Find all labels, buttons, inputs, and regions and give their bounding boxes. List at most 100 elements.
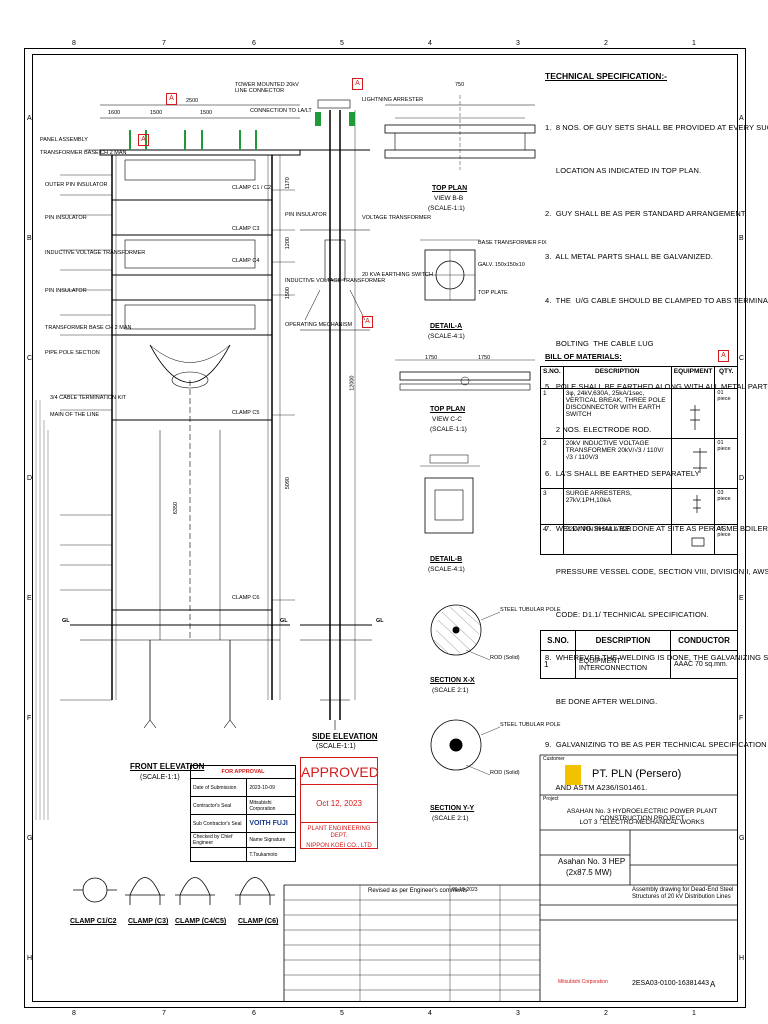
grid-row-g: G [27, 835, 33, 842]
bom-desc: 22kV PIN INSULATOR [562, 524, 672, 555]
detail-label: ROD (Solid) [490, 655, 520, 661]
title-block-lines [283, 754, 738, 1002]
revision-marker: A [718, 350, 729, 362]
detail-label: TOP PLATE [478, 290, 508, 296]
top-plan-c-view: VIEW C-C [432, 416, 462, 423]
approval-key [189, 847, 248, 862]
revision-note: Revised as per Engineer's comments [368, 888, 468, 894]
side-label: CONNECTION TO LA/LT [250, 108, 312, 114]
pin-insulator-icon [670, 524, 716, 555]
table-row: 4 22kV PIN INSULATOR 06 piece [540, 524, 738, 555]
front-elevation-title: FRONT ELEVATION [130, 762, 205, 771]
top-plan-c-structure [395, 359, 535, 391]
approved-org: NIPPON KOEI CO., LTD [306, 843, 372, 850]
detail-a-title: DETAIL-A [430, 323, 463, 330]
company-logo-text: Mitsubishi Corporation [558, 979, 608, 985]
grid-col-7-bottom: 7 [162, 1010, 166, 1017]
bom-sno: 1 [540, 388, 564, 439]
clamp-label: CLAMP C6 [232, 595, 260, 601]
dim-label: 2500 [186, 98, 199, 104]
side-label: OPERATING MECHANISM [285, 322, 353, 328]
grid-row-c-right: C [739, 355, 745, 362]
top-plan-b-structure [384, 95, 536, 170]
dim-label: 1750 [425, 355, 438, 361]
bom-title: BILL OF MATERIALS: [545, 352, 622, 361]
approval-value: 2023-10-09 [246, 778, 296, 797]
front-label: PANEL ASSEMBLY [40, 137, 88, 143]
sheet-border [24, 48, 746, 1008]
detail-a-scale: (SCALE-4:1) [428, 333, 465, 340]
spec-item: 2. GUY SHALL BE AS PER STANDARD ARRANGEM… [545, 209, 747, 219]
bom-qty: 01 piece [714, 438, 738, 489]
dim-label: 1750 [478, 355, 491, 361]
bom-qty: 03 piece [714, 488, 738, 525]
cond-desc: EQUIPMENT INTERCONNECTION [575, 650, 671, 679]
top-plan-b-scale: (SCALE-1:1) [428, 205, 465, 212]
spec-item: LOCATION AS INDICATED IN TOP PLAN. [545, 166, 702, 176]
section-y-scale: (SCALE 2:1) [432, 815, 469, 822]
detail-b-structure [420, 454, 480, 534]
grid-col-6: 6 [252, 40, 256, 47]
detail-label-y: STEEL TUBULAR POLE [500, 722, 561, 728]
grid-row-e: E [27, 595, 32, 602]
front-label: OUTER PIN INSULATOR [45, 182, 108, 188]
bom-header: QTY. [714, 366, 738, 389]
front-label: MAIN OF THE LINE [50, 412, 100, 418]
bom-header: S.NO. [540, 366, 564, 389]
grid-col-2-bottom: 2 [604, 1010, 608, 1017]
dim-label: 1500 [284, 287, 291, 300]
grid-col-2: 2 [604, 40, 608, 47]
drawing-number: 2ESA03-0100-16381443 [632, 980, 710, 987]
table-row: 1 EQUIPMENT INTERCONNECTION AAAC 70 sq.m… [540, 650, 738, 679]
bom-qty: 06 piece [714, 524, 738, 555]
revision-marker: A [138, 134, 149, 146]
bom-desc: SURGE ARRESTERS, 27kV,1PH,10kA [562, 488, 672, 525]
grid-col-4-bottom: 4 [428, 1010, 432, 1017]
approval-key: Sub Contractor's Seal [189, 814, 248, 833]
project-label: Project [543, 796, 559, 802]
project-line2: LOT 3 : ELECTRO-MECHANICAL WORKS [579, 819, 705, 826]
spec-item: 4. THE U/G CABLE SHOULD BE CLAMPED TO AB… [545, 295, 768, 305]
bom-table: S.NO. DESCRIPTION EQUIPMENT QTY. 1 3φ, 2… [540, 366, 738, 555]
cond-header: S.NO. [540, 630, 576, 651]
table-row: 1 3φ, 24kV,630A, 25kA/1sec, VERTICAL BRE… [540, 388, 738, 439]
side-label: PIN INSULATOR [285, 212, 327, 218]
table-row: 2 20kV INDUCTIVE VOLTAGE TRANSFORMER 20k… [540, 438, 738, 489]
side-label: VOLTAGE TRANSFORMER [362, 215, 432, 221]
site-name: Asahan No. 3 HEP [558, 857, 626, 866]
grid-row-f-right: F [739, 715, 744, 722]
bom-sno: 2 [540, 438, 564, 489]
grid-col-3-bottom: 3 [516, 1010, 520, 1017]
side-label: LIGHTNING ARRESTER [362, 97, 424, 103]
detail-b-scale: (SCALE-4:1) [428, 566, 465, 573]
ground-level-label: GL [280, 618, 288, 624]
disconnector-icon [670, 388, 716, 439]
bom-desc: 20kV INDUCTIVE VOLTAGE TRANSFORMER 20kV/… [562, 438, 672, 489]
grid-col-6-bottom: 6 [252, 1010, 256, 1017]
approval-key: Contractor's Seal [189, 796, 248, 815]
spec-item: 9. GALVANIZING TO BE AS PER TECHNICAL SP… [545, 739, 767, 749]
front-label: PIPE POLE SECTION [45, 350, 100, 356]
approval-value: T.Tsukamoto [246, 847, 296, 862]
section-x-structure [430, 604, 501, 661]
dim-label: 1170 [284, 177, 291, 190]
transformer-icon [670, 438, 716, 489]
detail-label-y-rod: ROD (Solid) [490, 770, 520, 776]
clamp-title: CLAMP (C3) [128, 918, 169, 925]
cond-header: DESCRIPTION [575, 630, 671, 651]
pln-logo-icon [565, 765, 581, 785]
approval-value: Mitsubishi Corporation [246, 796, 296, 815]
revision-marker: A [352, 78, 363, 90]
grid-row-b: B [27, 235, 32, 242]
side-gl-label: GL [376, 618, 384, 624]
grid-row-f: F [27, 715, 32, 722]
side-elevation-structure [300, 99, 372, 730]
top-plan-c-scale: (SCALE-1:1) [430, 426, 467, 433]
spec-item: BOLTING THE CABLE LUG [545, 338, 654, 348]
front-label: INDUCTIVE VOLTAGE TRANSFORMER [45, 250, 146, 256]
clamps-structure [73, 877, 275, 905]
side-elevation-scale: (SCALE-1:1) [316, 743, 356, 750]
grid-row-g-right: G [739, 835, 745, 842]
grid-col-8: 8 [72, 40, 76, 47]
